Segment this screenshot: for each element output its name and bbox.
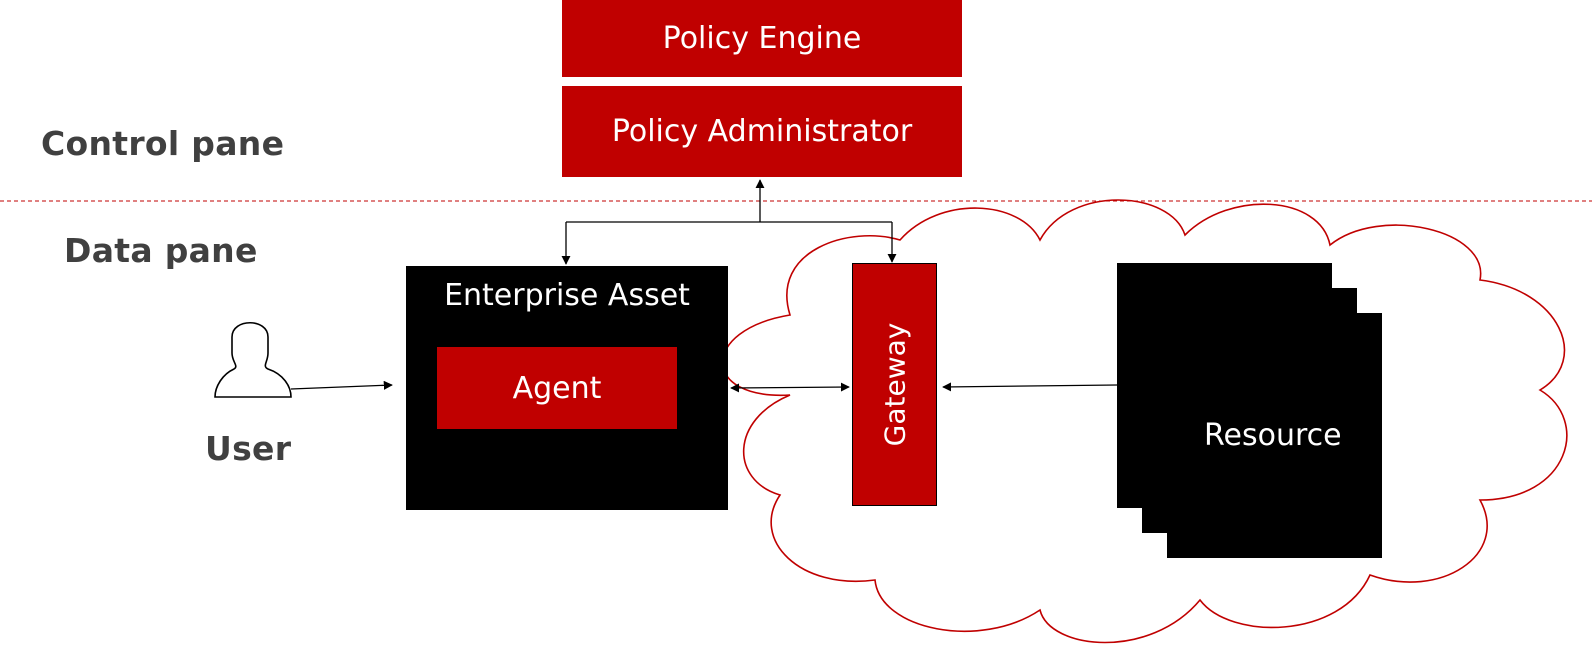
control-pane-label: Control pane xyxy=(41,124,285,163)
enterprise-asset-title: Enterprise Asset xyxy=(444,278,690,313)
resource-stack-front xyxy=(1117,263,1332,508)
data-pane-label: Data pane xyxy=(64,231,258,270)
resource-label: Resource xyxy=(1204,418,1342,453)
asset-gateway-arrow xyxy=(730,382,850,393)
policy-connector xyxy=(561,179,897,265)
policy-administrator-box: Policy Administrator xyxy=(562,86,962,177)
user-label: User xyxy=(205,429,292,468)
resource-to-gateway-arrow xyxy=(942,382,1118,392)
enterprise-asset-box: Enterprise Asset Agent xyxy=(406,266,728,510)
policy-engine-box: Policy Engine xyxy=(562,0,962,77)
agent-box: Agent xyxy=(437,347,677,429)
gateway-box: Gateway xyxy=(852,263,937,506)
gateway-label: Gateway xyxy=(878,322,912,447)
user-icon xyxy=(214,322,292,398)
user-to-asset-arrow xyxy=(290,380,393,390)
